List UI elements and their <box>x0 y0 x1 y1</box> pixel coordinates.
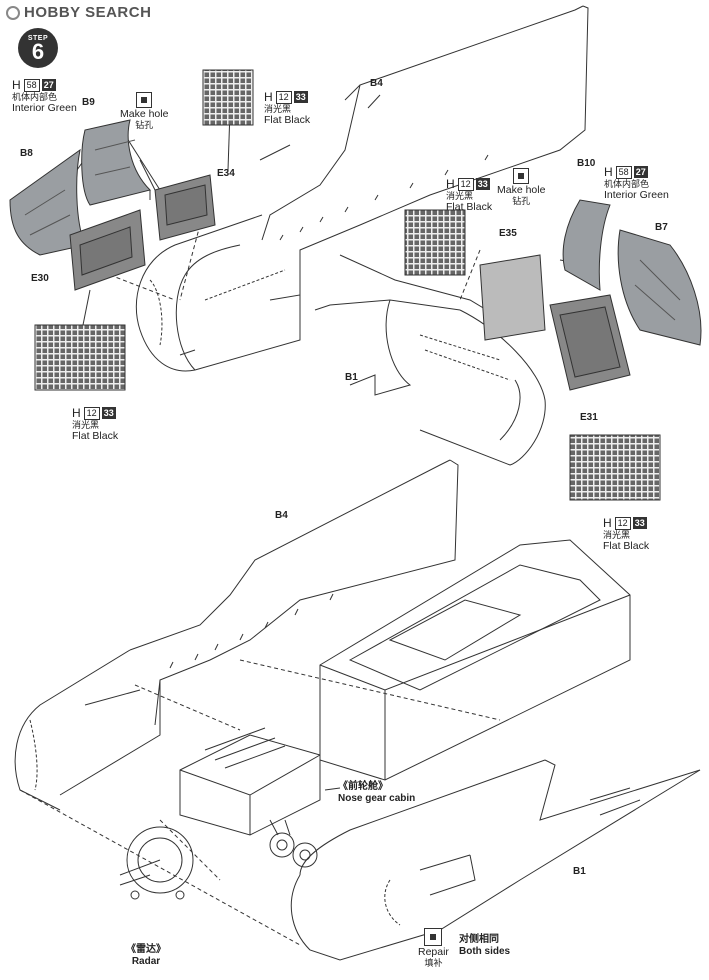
both-sides-en: Both sides <box>459 945 511 957</box>
paint-code-alt: 33 <box>101 407 116 419</box>
drill-hole-icon <box>136 92 153 108</box>
paint-letter: H <box>446 177 455 191</box>
paint-callout-flat-black-mid: H 12 33 消光黑 Flat Black <box>446 177 492 213</box>
brand-header: HOBBY SEARCH <box>6 4 151 21</box>
nose-gear-en: Nose gear cabin <box>338 792 416 804</box>
paint-code: 58 <box>615 165 632 179</box>
part-label-e35: E35 <box>499 228 517 239</box>
paint-callout-interior-green-left: H 58 27 机体内部色 Interior Green <box>12 78 77 114</box>
paint-name-cn: 消光黑 <box>264 104 292 114</box>
paint-callout-flat-black-right: H 12 33 消光黑 Flat Black <box>603 516 649 552</box>
paint-name-cn: 消光黑 <box>603 530 631 540</box>
lower-fuselage-assembly <box>14 459 701 961</box>
paint-name-cn: 消光黑 <box>446 191 474 201</box>
both-sides-callout: 对侧相同 Both sides <box>459 934 510 957</box>
paint-name-cn: 机体内部色 <box>12 92 58 102</box>
step-word: STEP <box>27 34 49 42</box>
paint-code: 12 <box>614 516 631 530</box>
paint-letter: H <box>264 90 273 104</box>
paint-letter: H <box>72 406 81 420</box>
paint-callout-flat-black-left: H 12 33 消光黑 Flat Black <box>72 406 118 442</box>
make-hole-cn: 钻孔 <box>135 120 154 131</box>
paint-code: 12 <box>83 406 100 420</box>
make-hole-callout-left: Make hole 钻孔 <box>120 92 168 130</box>
paint-callout-flat-black-top: H 12 33 消光黑 Flat Black <box>264 90 310 126</box>
part-label-b4-top: B4 <box>370 78 383 89</box>
part-label-b7: B7 <box>655 222 668 233</box>
paint-letter: H <box>603 516 612 530</box>
paint-code: 58 <box>23 78 40 92</box>
radar-cn: 《雷达》 <box>126 944 166 955</box>
paint-code-alt: 33 <box>293 91 308 103</box>
decal-sheet-right <box>569 434 661 501</box>
make-hole-en: Make hole <box>497 184 546 196</box>
paint-code: 12 <box>457 177 474 191</box>
decal-sheet-top <box>202 69 254 126</box>
gear-logo-icon <box>6 5 20 20</box>
paint-name-en: Flat Black <box>72 430 119 443</box>
part-label-b1-bottom: B1 <box>573 866 586 877</box>
paint-name-en: Interior Green <box>12 102 77 115</box>
paint-name-en: Flat Black <box>446 201 493 214</box>
make-hole-cn: 钻孔 <box>512 196 531 207</box>
paint-code-alt: 33 <box>475 178 490 190</box>
paint-code: 12 <box>275 90 292 104</box>
paint-name-en: Flat Black <box>264 114 311 127</box>
paint-letter: H <box>604 165 613 179</box>
upper-fuselage-right-assembly <box>314 249 591 466</box>
paint-letter: H <box>12 78 21 92</box>
paint-callout-interior-green-right: H 58 27 机体内部色 Interior Green <box>604 165 669 201</box>
decal-sheet-left <box>34 324 126 391</box>
repair-en: Repair <box>418 946 449 958</box>
plane-step-icon: STEP 6 <box>18 28 58 68</box>
radar-en: Radar <box>131 955 161 967</box>
part-label-b9: B9 <box>82 97 95 108</box>
part-e35 <box>479 254 546 341</box>
brand-name: HOBBY SEARCH <box>24 4 152 21</box>
part-label-e30: E30 <box>31 273 49 284</box>
make-hole-callout-right: Make hole 钻孔 <box>497 168 545 206</box>
step-number: 6 <box>31 38 45 64</box>
panel-b10 <box>562 199 611 291</box>
repair-callout: Repair 填补 <box>418 928 449 968</box>
part-label-b1-top: B1 <box>345 372 358 383</box>
paint-code-alt: 27 <box>41 79 56 91</box>
panel-b9 <box>81 119 151 206</box>
part-label-e34: E34 <box>217 168 235 179</box>
make-hole-en: Make hole <box>120 108 169 120</box>
repair-cn: 填补 <box>424 958 443 969</box>
panel-b7 <box>617 229 702 346</box>
paint-code-alt: 33 <box>632 517 647 529</box>
nose-gear-cabin-callout: 《前轮舱》 Nose gear cabin <box>338 781 415 804</box>
paint-name-cn: 消光黑 <box>72 420 100 430</box>
part-label-e31: E31 <box>580 412 598 423</box>
part-label-b10: B10 <box>577 158 596 169</box>
nose-gear-cn: 《前轮舱》 <box>338 781 388 792</box>
paint-name-en: Flat Black <box>603 540 650 553</box>
paint-name-en: Interior Green <box>604 189 669 202</box>
repair-icon <box>424 928 443 946</box>
paint-code-alt: 27 <box>633 166 648 178</box>
part-label-b8: B8 <box>20 148 33 159</box>
decal-sheet-mid <box>404 209 466 276</box>
radar-callout: 《雷达》 Radar <box>126 944 166 967</box>
paint-name-cn: 机体内部色 <box>604 179 650 189</box>
both-sides-cn: 对侧相同 <box>459 934 499 945</box>
part-label-b4-bottom: B4 <box>275 510 288 521</box>
drill-hole-icon <box>513 168 530 184</box>
